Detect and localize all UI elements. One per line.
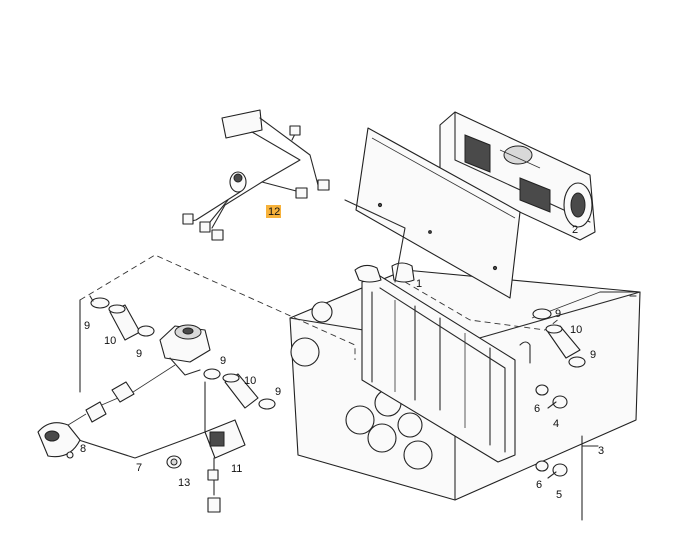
label-10-c: 10 [570,324,582,336]
label-9-a: 9 [84,320,90,332]
part-labels: 12 1 2 3 4 5 6 6 7 8 9 9 9 9 9 9 10 10 1… [80,205,604,501]
label-9-b: 9 [136,348,142,360]
label-2: 2 [572,224,578,236]
label-8: 8 [80,443,86,455]
label-10-a: 10 [104,335,116,347]
label-1: 1 [416,278,422,290]
label-9-e: 9 [555,308,561,320]
label-4: 4 [553,418,559,430]
label-9-d: 9 [275,386,281,398]
label-12: 12 [268,206,280,218]
housing-assembly [289,262,641,501]
right-components [532,308,586,479]
label-11: 11 [231,463,242,475]
label-7: 7 [136,462,142,474]
label-12-highlight [266,205,281,218]
label-9-f: 9 [590,349,596,361]
left-components [37,295,276,513]
label-13: 13 [178,477,190,489]
label-6-lower: 6 [536,479,542,491]
reference-lines [59,254,599,521]
label-6-upper: 6 [534,403,540,415]
label-10-b: 10 [244,375,256,387]
label-5: 5 [556,489,562,501]
label-3: 3 [598,445,604,457]
blower-housing [439,111,596,241]
flap-plate [344,127,521,299]
wiring-harness [182,109,330,241]
label-9-c: 9 [220,355,226,367]
